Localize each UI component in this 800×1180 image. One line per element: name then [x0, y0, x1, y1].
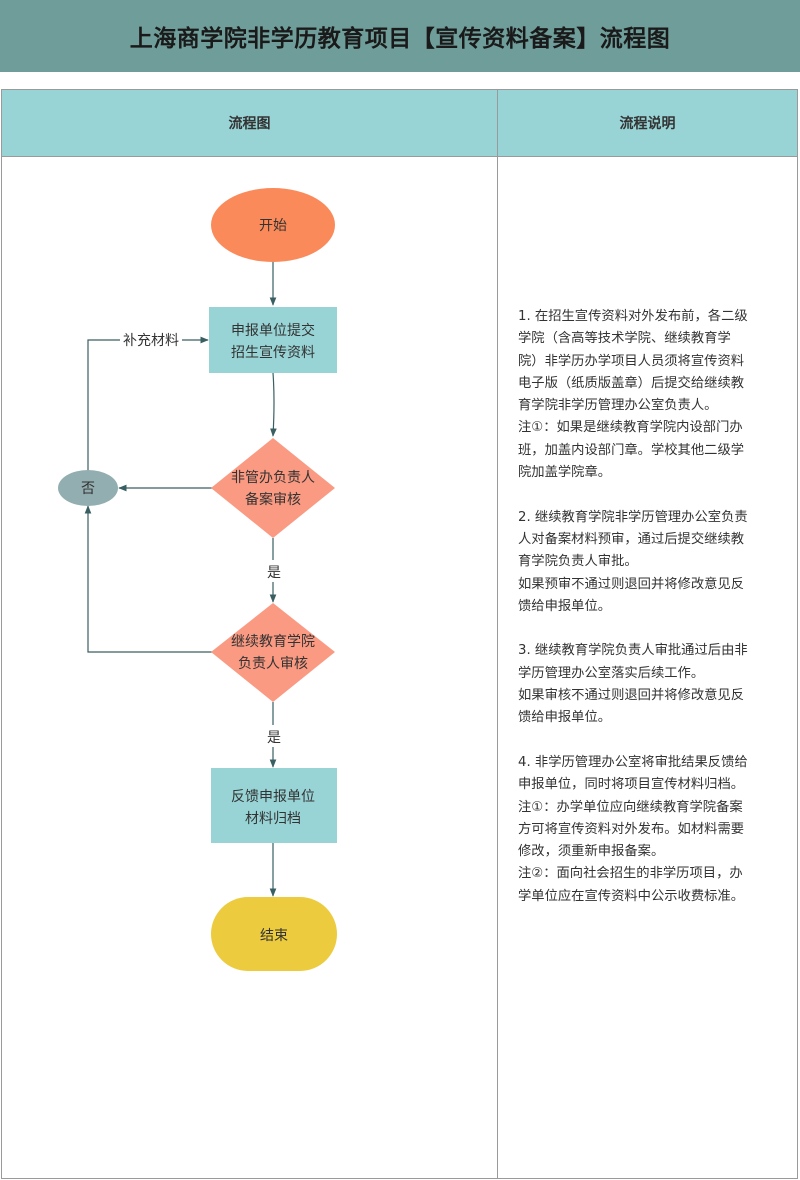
process-description: 1. 在招生宣传资料对外发布前，各二级 学院（含高等技术学院、继续教育学 院）非… [518, 306, 784, 930]
description-line: 4. 非学历管理办公室将审批结果反馈给 [518, 754, 748, 770]
yes1-label: 是 [267, 565, 281, 581]
submit-label-line2: 招生宣传资料 [231, 345, 315, 361]
description-line: 学院（含高等技术学院、继续教育学 [518, 331, 731, 347]
arrow-review2-to-reject [84, 505, 213, 653]
page-title: 上海商学院非学历教育项目【宣传资料备案】流程图 [129, 26, 671, 52]
feedback-label-line1: 反馈申报单位 [231, 789, 315, 805]
review2-label-line1: 继续教育学院 [231, 633, 315, 650]
table-header: 流程图 流程说明 [2, 90, 797, 157]
feedback-label-line2: 材料归档 [245, 810, 301, 827]
description-line: 如果预审不通过则退回并将修改意见反 [518, 576, 745, 592]
yes2-label: 是 [267, 730, 281, 746]
description-line: 2. 继续教育学院非学历管理办公室负责 [518, 509, 748, 525]
yes1-label-bg [258, 560, 290, 582]
column-divider [497, 90, 498, 1178]
supplement-label: 补充材料 [123, 333, 179, 349]
description-line: 学历管理办公室落实后续工作。 [518, 665, 705, 681]
submit-label-line1: 申报单位提交 [231, 322, 315, 339]
description-line: 院加盖学院章。 [518, 465, 612, 481]
reject-shape [58, 470, 118, 506]
end-node: 结束 [211, 897, 337, 971]
header-flowchart: 流程图 [228, 116, 271, 132]
header-description: 流程说明 [619, 116, 676, 132]
reject-label: 否 [81, 481, 95, 497]
connectors [84, 262, 277, 897]
description-line: 申报单位，同时将项目宣传材料归档。 [518, 777, 745, 793]
description-line: 方可将宣传资料对外发布。如材料需要 [518, 821, 745, 837]
description-line: 1. 在招生宣传资料对外发布前，各二级 [518, 309, 748, 324]
description-step-1: 1. 在招生宣传资料对外发布前，各二级 学院（含高等技术学院、继续教育学 院）非… [518, 306, 784, 484]
review1-shape [211, 438, 335, 538]
description-line: 人对备案材料预审，通过后提交继续教 [518, 531, 745, 547]
description-step-3: 3. 继续教育学院负责人审批通过后由非 学历管理办公室落实后续工作。 如果审核不… [518, 640, 784, 729]
description-line: 注①：办学单位应向继续教育学院备案 [518, 799, 743, 815]
description-line: 育学院非学历管理办公室负责人。 [518, 398, 718, 414]
process-table: 流程图 流程说明 [1, 89, 798, 1179]
submit-node: 申报单位提交 招生宣传资料 [209, 307, 337, 373]
end-label: 结束 [260, 928, 288, 944]
feedback-shape [211, 768, 337, 843]
feedback-node: 反馈申报单位 材料归档 [211, 768, 337, 843]
description-step-4: 4. 非学历管理办公室将审批结果反馈给 申报单位，同时将项目宣传材料归档。 注①… [518, 752, 784, 908]
description-line: 3. 继续教育学院负责人审批通过后由非 [518, 643, 748, 659]
description-line: 注②：面向社会招生的非学历项目，办 [518, 866, 743, 882]
review2-label-line2: 负责人审核 [238, 656, 308, 672]
review2-node: 继续教育学院 负责人审核 [211, 603, 335, 702]
review2-shape [211, 603, 335, 702]
title-bar: 上海商学院非学历教育项目【宣传资料备案】流程图 [0, 0, 800, 72]
description-line: 如果审核不通过则退回并将修改意见反 [518, 688, 745, 704]
description-line: 学单位应在宣传资料中公示收费标准。 [518, 888, 745, 904]
start-shape [211, 188, 335, 262]
description-line: 注①：如果是继续教育学院内设部门办 [518, 420, 743, 436]
start-node: 开始 [211, 188, 335, 262]
submit-shape [209, 307, 337, 373]
description-line: 育学院负责人审批。 [518, 554, 638, 570]
description-step-2: 2. 继续教育学院非学历管理办公室负责 人对备案材料预审，通过后提交继续教 育学… [518, 507, 784, 618]
review1-label-line2: 备案审核 [245, 491, 301, 508]
review1-node: 非管办负责人 备案审核 [211, 438, 335, 538]
description-line: 电子版（纸质版盖章）后提交给继续教 [518, 375, 745, 391]
description-line: 馈给申报单位。 [518, 598, 612, 614]
line-reject-to-supplement [87, 339, 120, 471]
reject-node: 否 [58, 470, 118, 506]
yes2-label-bg [258, 725, 290, 747]
arrow-submit-to-review1 [270, 372, 277, 437]
description-line: 修改，须重新申报备案。 [518, 844, 665, 860]
description-line: 院）非学历办学项目人员须将宣传资料 [518, 353, 745, 369]
description-line: 班，加盖内设部门章。学校其他二级学 [518, 442, 745, 458]
description-line: 馈给申报单位。 [518, 710, 612, 726]
start-label: 开始 [259, 218, 287, 234]
end-shape [211, 897, 337, 971]
review1-label-line1: 非管办负责人 [231, 470, 315, 486]
